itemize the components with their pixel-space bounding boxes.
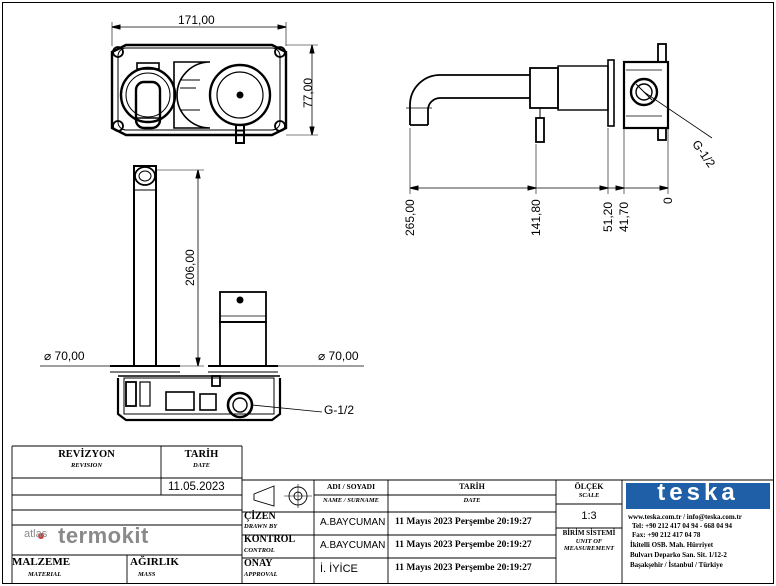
plate-top-view [110,22,318,144]
unit-subtitle-2: MEASUREMENT [563,545,615,552]
material-subtitle: MATERIAL [28,571,62,578]
dim-width-171: 171,00 [178,13,215,27]
name-header: ADI / SOYADI [326,482,376,491]
company-tel: Tel: +90 212 417 04 94 - 668 04 94 [632,522,732,530]
dim-141: 141,80 [529,199,543,236]
company-logo-text: teska [657,479,739,506]
approval-role-sub: APPROVAL [244,571,278,578]
scale-value: 1:3 [581,510,597,522]
material-title: MALZEME [12,556,71,568]
scale-subtitle: SCALE [578,492,600,499]
control-role: KONTROL [244,534,296,545]
thread-front-label: G-1/2 [324,403,355,417]
company-address-3: Başakşehir / İstanbul / Türkiye [630,561,723,569]
weight-title: AĞIRLIK [130,556,179,568]
unit-subtitle-1: UNIT OF [575,538,603,545]
unit-title: BİRİM SİSTEMİ [562,529,616,537]
dim-41: 41,70 [617,201,631,232]
control-role-sub: CONTROL [244,547,275,554]
company-fax: Fax: +90 212 417 04 78 [632,531,701,539]
company-address-1: İkitelli OSB. Mah. Hürriyet [630,541,714,549]
company-address-2: Bulvarı Deparko San. Sit. 1/12-2 [630,551,727,559]
drawn-by-name: A.BAYCUMAN [320,517,386,528]
drawn-by-role-sub: DRAWN BY [244,523,278,530]
revision-subtitle: REVISION [70,462,103,469]
front-view [40,165,364,422]
name-subheader: NAME / SURNAME [323,497,379,504]
approval-date: 11 Mayıs 2023 Perşembe 20:19:27 [395,563,532,573]
control-name: A.BAYCUMAN [320,540,386,551]
control-date: 11 Mayıs 2023 Perşembe 20:19:27 [395,540,532,550]
watermark-brand: termokit [58,523,149,548]
scale-title: ÖLÇEK [574,482,604,491]
watermark-prefix: atlas [24,528,48,540]
title-date-header: TARİH [459,482,485,491]
watermark-mark [38,533,44,539]
revision-date-subtitle: DATE [193,462,210,469]
dim-diameter-left: ⌀ 70,00 [44,349,85,363]
teska-logo [626,483,770,509]
dim-265: 265,00 [403,199,417,236]
dim-height-206: 206,00 [183,249,197,286]
drawn-by-date: 11 Mayıs 2023 Perşembe 20:19:27 [395,517,532,527]
revision-table [11,445,243,583]
drawn-by-role: ÇİZEN [244,511,276,522]
revision-date-value: 11.05.2023 [168,481,225,493]
company-web: www.teska.com.tr / info@teska.com.tr [628,513,742,521]
dim-diameter-right: ⌀ 70,00 [318,349,359,363]
approval-role: ONAY [244,558,273,569]
title-date-subheader: DATE [463,497,481,504]
dim-51: 51,20 [601,201,615,232]
side-view [406,43,713,194]
weight-subtitle: MASS [138,571,156,578]
dim-height-77: 77,00 [301,77,315,108]
revision-date-title: TARİH [184,449,219,460]
dim-0: 0 [661,197,675,204]
title-block [242,479,774,583]
approval-name: İ. İYİCE [320,563,358,575]
revision-title: REVİZYON [58,449,115,460]
